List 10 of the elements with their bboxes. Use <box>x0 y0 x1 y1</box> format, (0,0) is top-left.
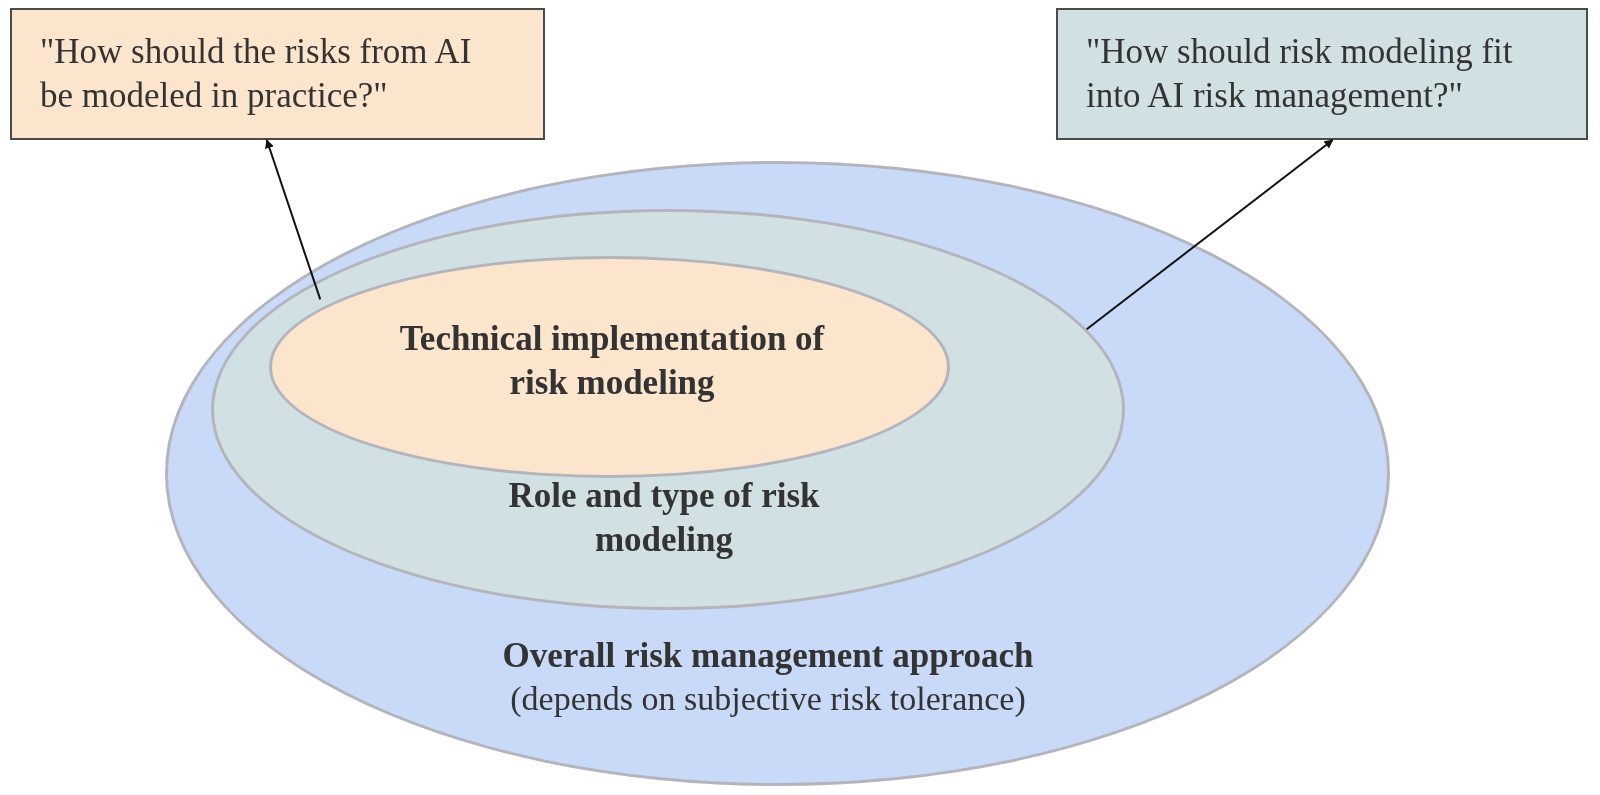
region-heading: Overall risk management approach <box>502 635 1034 677</box>
question-box <box>1056 8 1588 140</box>
region-heading: Role and type of risk modeling <box>507 475 821 561</box>
question-text: "How should the risks from AI be modeled in practice?" <box>40 31 473 117</box>
question-text: "How should risk modeling fit into AI risk management?" <box>1086 31 1514 117</box>
region-heading: Technical implementation of risk modeling <box>398 318 826 404</box>
arrow <box>1085 139 1334 331</box>
region-note: (depends on subjective risk tolerance) <box>510 678 1026 719</box>
question-box <box>10 8 545 140</box>
arrow <box>265 139 322 301</box>
